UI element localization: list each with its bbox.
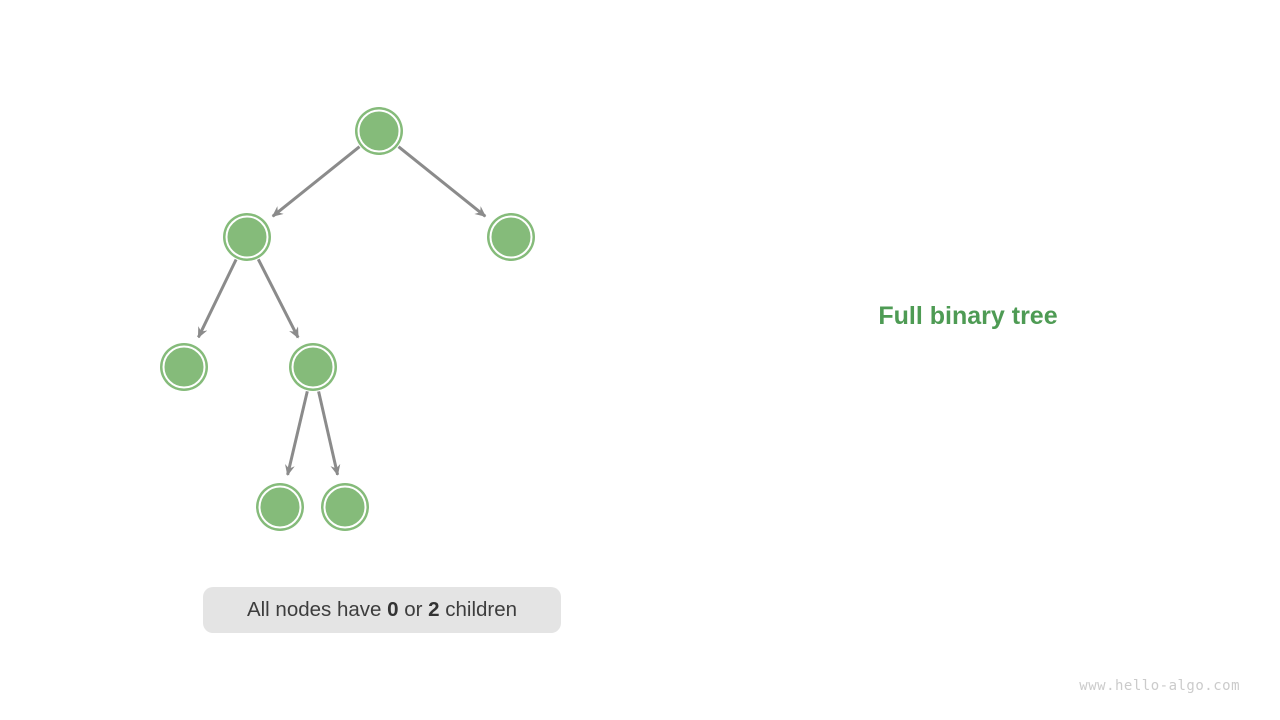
node-inner-ring [225, 215, 269, 259]
node-disc [355, 107, 403, 155]
node-disc [487, 213, 535, 261]
node-disc [256, 483, 304, 531]
tree-node-l3-right [289, 343, 337, 391]
watermark: www.hello-algo.com [1079, 678, 1240, 694]
caption-text-1: All nodes have [246, 598, 388, 621]
node-inner-ring [291, 345, 335, 389]
tree-node-l3-left [160, 343, 208, 391]
tree-node-l4-right [321, 483, 369, 531]
tree-edge-root-l2-left [271, 145, 361, 218]
node-inner-ring [323, 485, 367, 529]
caption-bold-2: 2 [428, 598, 440, 621]
node-disc [223, 213, 271, 261]
node-disc [289, 343, 337, 391]
tree-node-root [355, 107, 403, 155]
tree-nodes [160, 107, 535, 531]
tree-node-l4-left [256, 483, 304, 531]
node-inner-ring [162, 345, 206, 389]
caption-pill: All nodes have 0 or 2 children [203, 587, 561, 633]
tree-node-l2-left [223, 213, 271, 261]
tree-node-l2-right [487, 213, 535, 261]
caption-text-3: children [439, 598, 518, 621]
tree-edge-l3-right-l4-right [317, 391, 341, 476]
node-disc [160, 343, 208, 391]
tree-edges [197, 145, 487, 476]
node-inner-ring [489, 215, 533, 259]
caption-text-2: or [398, 598, 429, 621]
node-inner-ring [258, 485, 302, 529]
caption-bold-0: 0 [387, 598, 399, 621]
tree-edge-l2-left-l3-left [197, 258, 238, 339]
tree-edge-l3-right-l4-left [285, 390, 309, 476]
tree-edge-l2-left-l3-right [256, 258, 300, 339]
figure-title: Full binary tree [878, 302, 1058, 330]
tree-edge-root-l2-right [397, 145, 487, 218]
node-disc [321, 483, 369, 531]
node-inner-ring [357, 109, 401, 153]
